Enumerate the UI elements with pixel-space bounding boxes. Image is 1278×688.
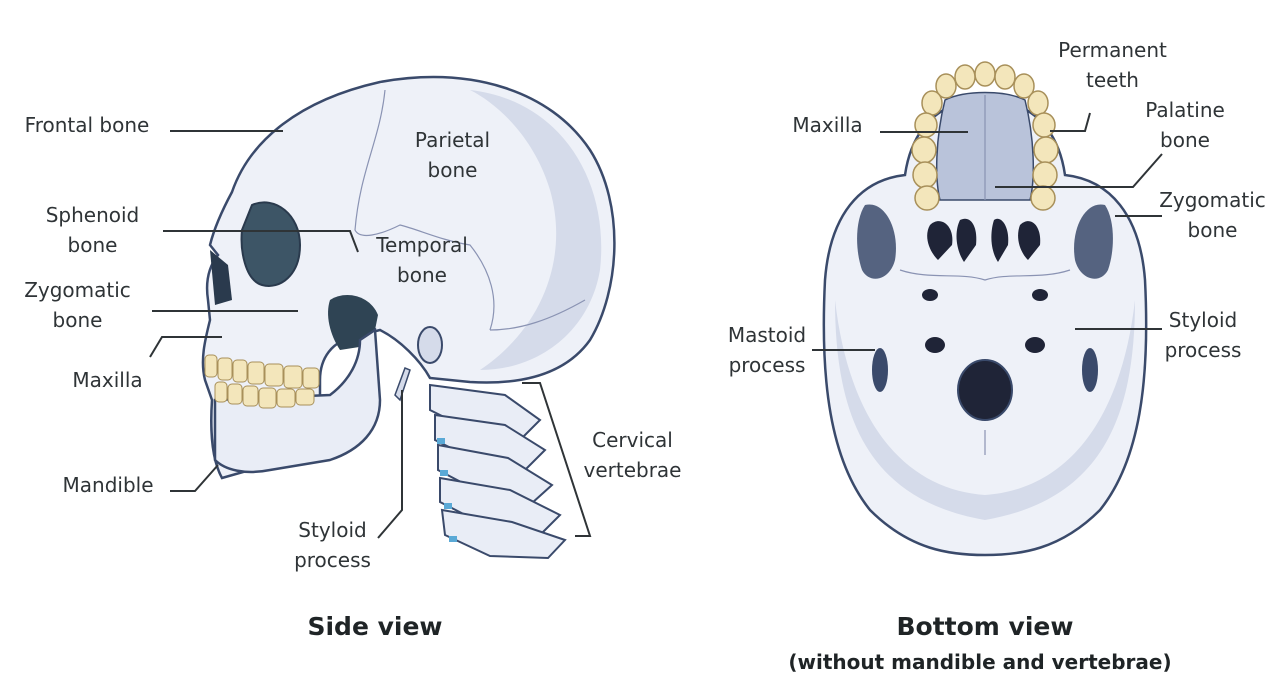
label-maxilla-bottom: Maxilla xyxy=(792,113,863,137)
label-styloid-process-bottom: Styloid process xyxy=(1164,308,1242,362)
label-frontal-bone: Frontal bone xyxy=(24,113,150,137)
subcaption-bottom-view: (without mandible and vertebrae) xyxy=(788,650,1172,674)
label-parietal-bone: Parietal bone xyxy=(414,128,491,182)
caption-bottom-view: Bottom view xyxy=(896,612,1074,641)
bottom-view-skull xyxy=(822,61,1148,557)
label-zygomatic-bone-side: Zygomatic bone xyxy=(24,278,131,332)
skull-base-outline xyxy=(822,98,1148,557)
label-mandible: Mandible xyxy=(62,473,154,497)
label-palatine-bone: Palatine bone xyxy=(1145,98,1225,152)
caption-side-view: Side view xyxy=(307,612,443,641)
label-permanent-teeth: Permanent teeth xyxy=(1058,38,1167,92)
side-view-leaders xyxy=(149,130,592,539)
label-mastoid-process: Mastoid process xyxy=(727,323,807,377)
lower-teeth-side xyxy=(214,381,315,409)
cervical-vertebrae-drawing xyxy=(429,383,567,560)
label-styloid-process-side: Styloid process xyxy=(294,518,371,572)
upper-teeth-side xyxy=(204,354,320,389)
label-maxilla-side: Maxilla xyxy=(72,368,143,392)
eye-socket xyxy=(240,201,302,287)
label-sphenoid-bone: Sphenoid bone xyxy=(45,203,140,257)
bottom-view-leaders xyxy=(812,112,1163,351)
label-temporal-bone: Temporal bone xyxy=(376,233,468,287)
label-cervical-vertebrae: Cervical vertebrae xyxy=(583,428,682,482)
label-zygomatic-bone-bottom: Zygomatic bone xyxy=(1159,188,1266,242)
side-view-skull xyxy=(201,75,616,560)
foramen-magnum xyxy=(957,359,1013,421)
